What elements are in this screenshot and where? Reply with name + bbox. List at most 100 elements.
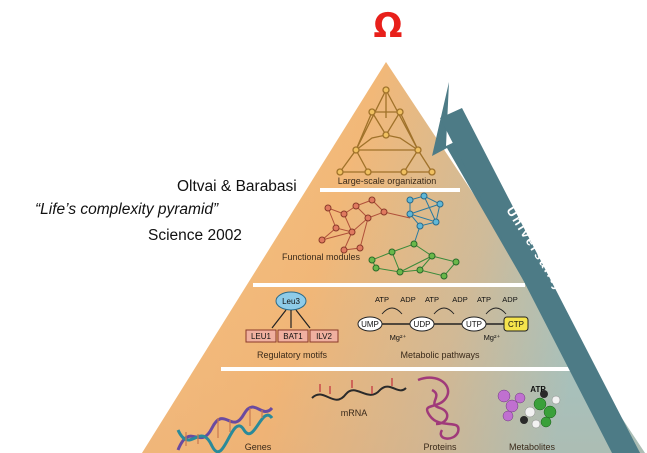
module-edge	[408, 195, 441, 223]
protein-structure	[417, 376, 460, 440]
regulation-arrow	[295, 309, 311, 329]
metabolic-pathway: UMP UDP UTP CTP ATP ADP ATP ADP ATP ADP …	[357, 295, 529, 342]
pathway-node	[461, 316, 487, 332]
module-node	[388, 248, 396, 256]
regulatory-motif: Leu3 LEU1 BAT1 ILV2	[245, 291, 339, 343]
atom	[520, 416, 528, 424]
atom	[543, 405, 557, 419]
module-node	[340, 210, 348, 218]
module-node	[416, 266, 424, 274]
pathway-node-label: CTP	[508, 320, 524, 329]
target-gene-box	[309, 329, 339, 343]
atom	[514, 392, 526, 404]
label-functional-modules: Functional modules	[282, 252, 361, 262]
module-node	[428, 252, 436, 260]
protein-ribbon	[431, 388, 449, 426]
pyramid	[142, 62, 645, 453]
module-edge	[391, 251, 433, 273]
module-node	[364, 214, 372, 222]
module-node	[406, 196, 414, 204]
module-node	[368, 256, 376, 264]
module-node	[352, 202, 360, 210]
pathway-node-ctp	[503, 316, 529, 332]
network-node	[382, 131, 390, 139]
module-edge	[355, 199, 385, 219]
network-node	[352, 146, 360, 154]
dna-strand	[176, 413, 274, 453]
metabolite-label: ATP	[530, 385, 546, 394]
pathway-node-label: UTP	[466, 320, 482, 329]
atom	[531, 419, 541, 429]
network-node	[382, 86, 390, 94]
module-node	[318, 236, 326, 244]
ion-label: Mg²⁺	[390, 333, 407, 342]
label-large-scale: Large-scale organization	[338, 176, 437, 186]
target-gene-box	[277, 329, 309, 343]
network-edge	[399, 111, 419, 151]
network-node	[396, 108, 404, 116]
module-node	[348, 228, 356, 236]
cofactor-out-label: ADP	[502, 295, 517, 304]
module-node	[396, 268, 404, 276]
module-edge	[383, 211, 411, 219]
atom	[551, 395, 561, 405]
label-proteins: Proteins	[423, 442, 457, 452]
protein-ribbon	[417, 376, 460, 440]
omega-symbol: Ω	[373, 6, 403, 46]
regulation-arrow	[271, 309, 287, 329]
network-node	[368, 108, 376, 116]
mrna-strand	[311, 378, 407, 401]
atom	[502, 410, 514, 422]
target-gene-label: BAT1	[283, 332, 303, 341]
module-node	[372, 264, 380, 272]
cofactor-arc	[433, 307, 455, 315]
network-node	[336, 168, 344, 176]
module-edge	[343, 217, 369, 251]
pathway-node	[409, 316, 435, 332]
cofactor-out-label: ADP	[400, 295, 415, 304]
target-gene-box	[245, 329, 277, 343]
module-node	[432, 218, 440, 226]
network-node	[364, 168, 372, 176]
citation-authors: Oltvai & Barabasi	[177, 178, 297, 195]
functional-modules-network	[318, 192, 460, 280]
large-scale-network	[336, 86, 436, 176]
cofactor-out-label: ADP	[452, 295, 467, 304]
network-node	[428, 168, 436, 176]
target-gene-label: ILV2	[316, 332, 332, 341]
network-edge	[355, 111, 373, 151]
ion-label: Mg²⁺	[484, 333, 501, 342]
regulator-label: Leu3	[282, 297, 300, 306]
label-functional-line: Functional modules	[282, 252, 361, 262]
network-node	[400, 168, 408, 176]
cofactor-arc	[381, 307, 403, 315]
module-node	[340, 246, 348, 254]
mrna-backbone	[311, 385, 407, 401]
cofactor-arc	[485, 307, 507, 315]
label-metabolic-pathways: Metabolic pathways	[400, 350, 480, 360]
module-node	[406, 210, 414, 218]
citation-title: “Life’s complexity pyramid”	[35, 201, 219, 218]
atom	[540, 416, 552, 428]
label-metabolites: Metabolites	[509, 442, 556, 452]
module-node	[380, 208, 388, 216]
module-node	[436, 200, 444, 208]
module-node	[410, 240, 418, 248]
label-genes: Genes	[245, 442, 272, 452]
module-node	[452, 258, 460, 266]
network-node	[414, 146, 422, 154]
cofactor-in-label: ATP	[477, 295, 491, 304]
module-node	[416, 222, 424, 230]
module-node	[368, 196, 376, 204]
atom	[540, 390, 548, 398]
dna-helix	[176, 405, 274, 453]
atom	[524, 406, 536, 418]
pathway-node-label: UMP	[361, 320, 379, 329]
target-gene-label: LEU1	[251, 332, 272, 341]
arrow-body	[440, 108, 640, 453]
module-node	[420, 192, 428, 200]
label-regulatory-motifs: Regulatory motifs	[257, 350, 328, 360]
network-edge	[371, 111, 402, 137]
module-edge	[321, 213, 353, 241]
